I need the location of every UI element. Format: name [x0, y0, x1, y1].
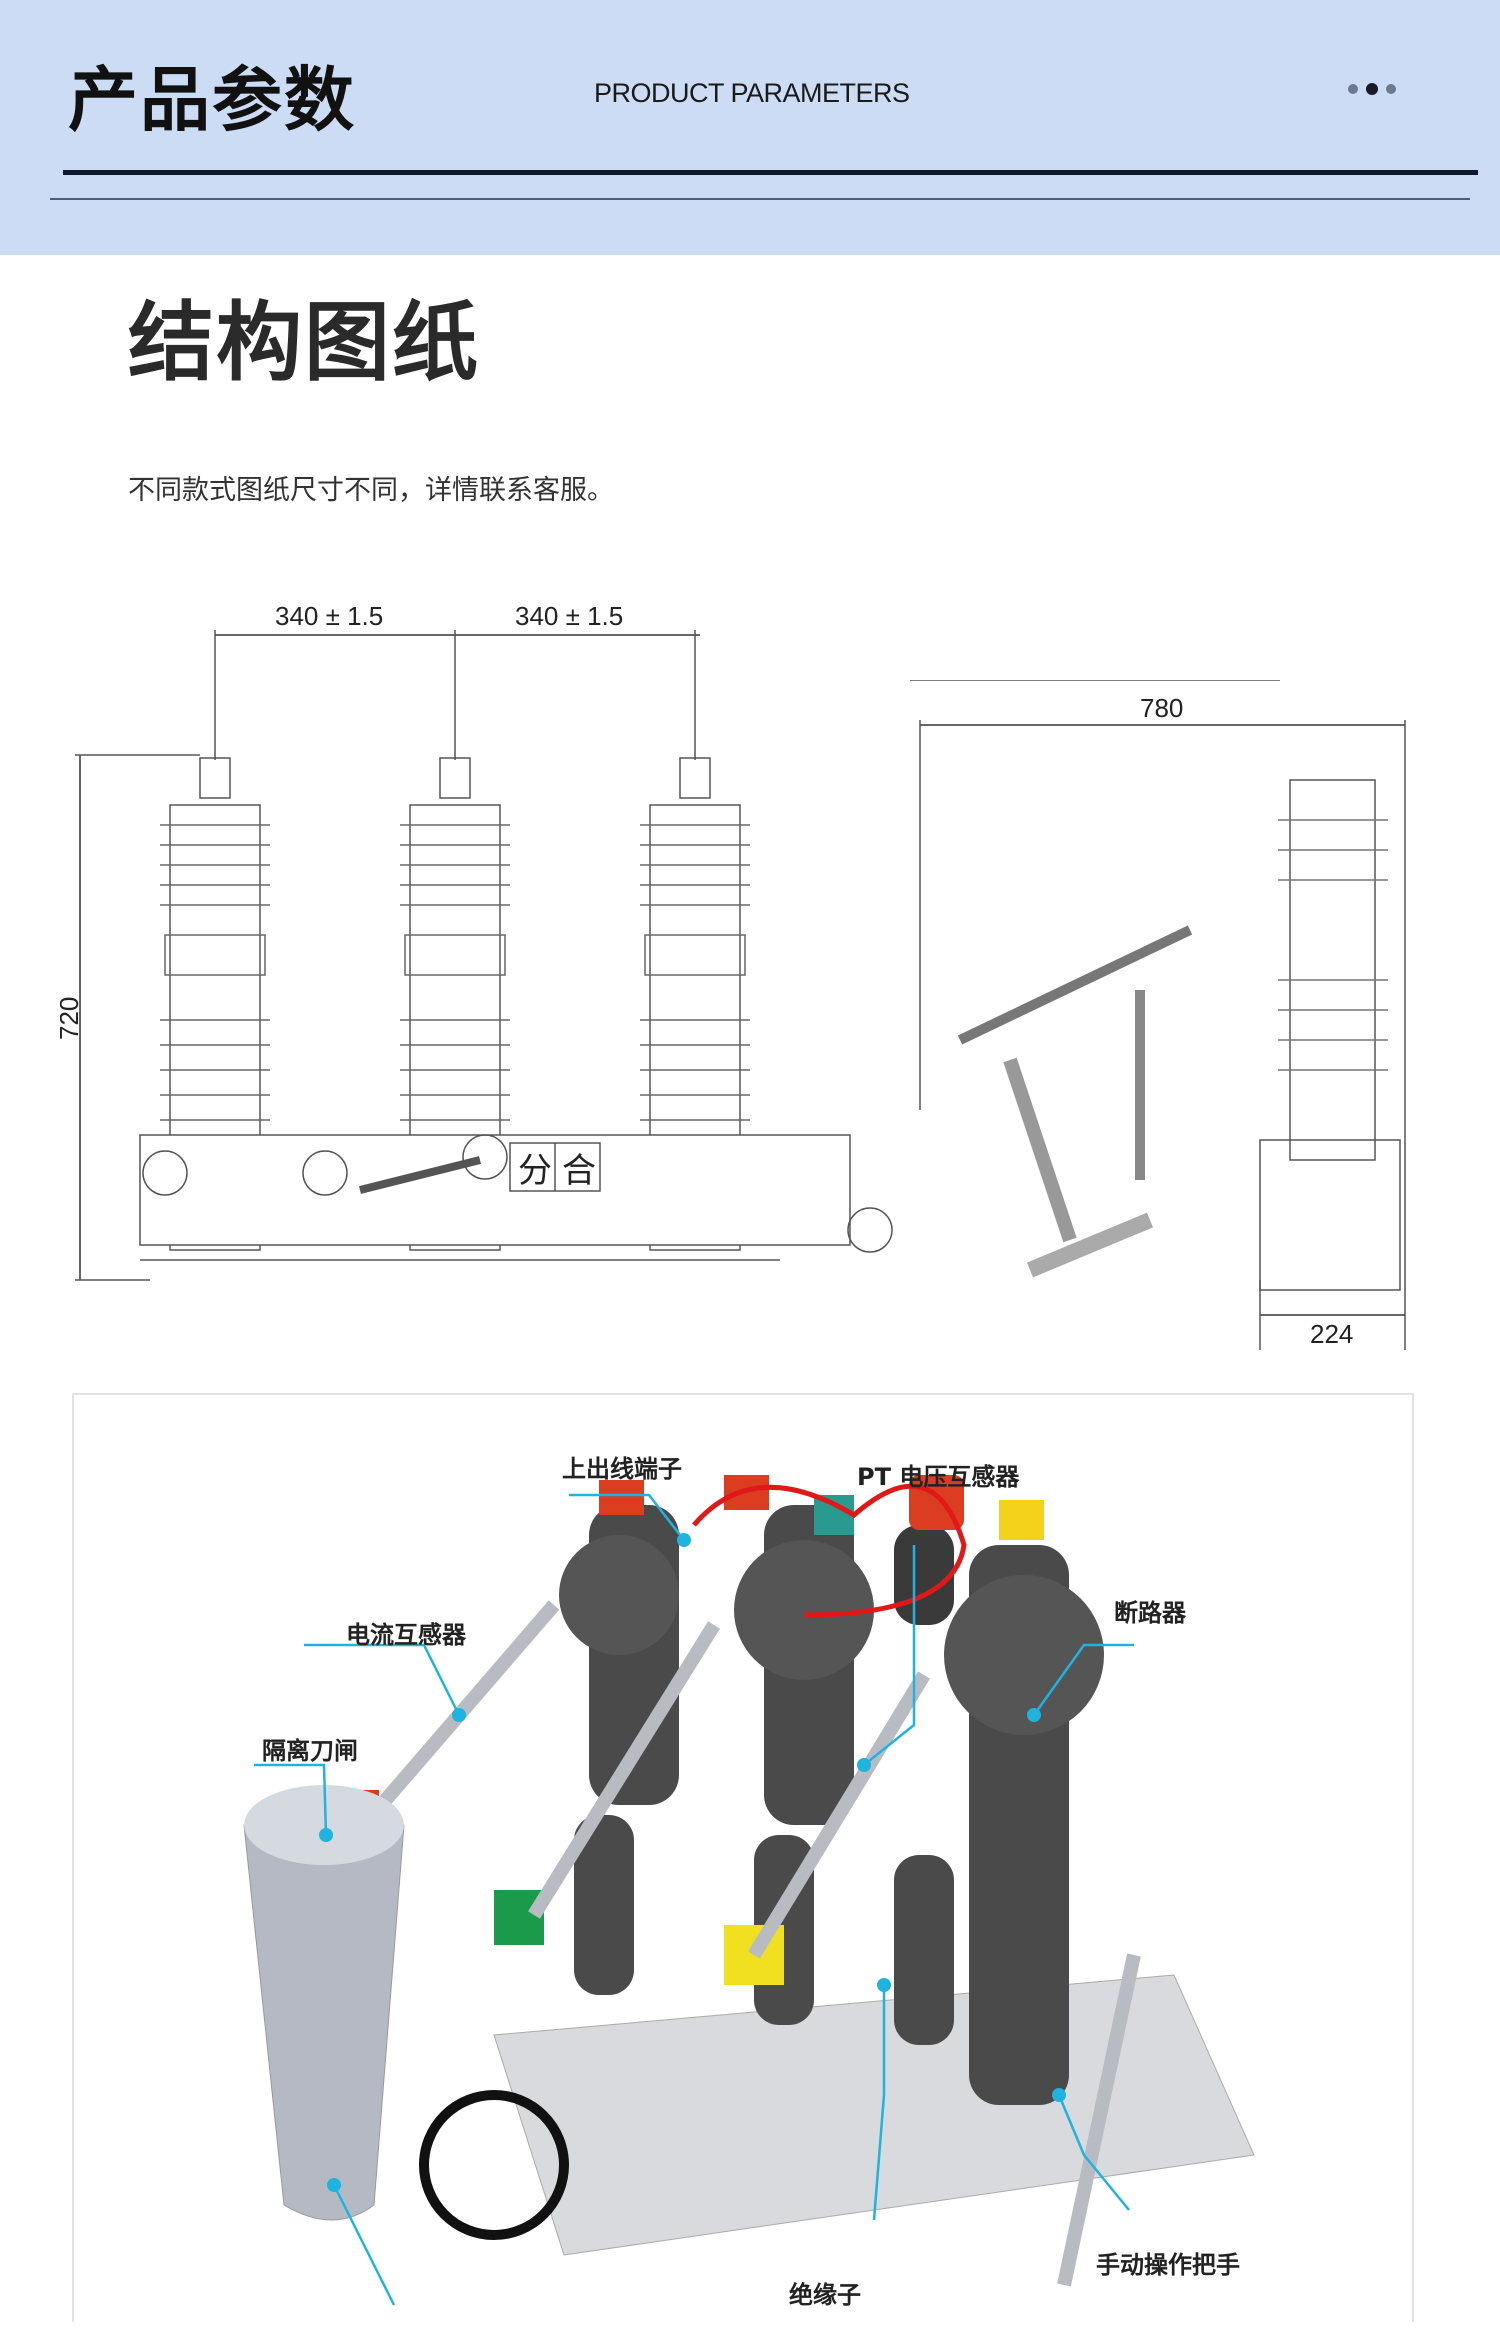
- front-view-drawing: 340 ± 1.5 340 ± 1.5 720 分 合: [60, 601, 893, 1281]
- dim-left-label: 340 ± 1.5: [275, 601, 383, 631]
- section-title: 结构图纸: [128, 293, 480, 393]
- product-photo: 上出线端子 PT 电压互感器 电流互感器 断路器 隔离刀闸 绝缘子 手动操作把手: [72, 1393, 1414, 2322]
- dim-base-label: 224: [1310, 1319, 1353, 1349]
- dim-height-label: 720: [60, 997, 84, 1040]
- label-breaker: 断路器: [1114, 1599, 1186, 1627]
- label-ct: 电流互感器: [346, 1621, 466, 1649]
- page-title: 产品参数: [68, 59, 356, 141]
- close-label: 合: [562, 1152, 596, 1190]
- dim-width-label: 780: [1140, 693, 1183, 723]
- insulator-pole: [400, 757, 510, 1251]
- label-pt: PT 电压互感器: [857, 1463, 1020, 1491]
- label-top-terminal: 上出线端子: [562, 1455, 682, 1483]
- label-disconnector: 隔离刀闸: [262, 1737, 358, 1765]
- open-label: 分: [518, 1152, 552, 1190]
- side-view-drawing: 780 224: [910, 680, 1406, 1350]
- divider-thin: [50, 198, 1470, 200]
- page-subtitle: PRODUCT PARAMETERS: [594, 78, 910, 108]
- label-insulator: 绝缘子: [789, 2281, 861, 2309]
- header-banner: 产品参数 PRODUCT PARAMETERS: [0, 0, 1500, 255]
- label-handle: 手动操作把手: [1096, 2251, 1240, 2279]
- more-dots-icon[interactable]: [1348, 83, 1396, 95]
- insulator-pole: [640, 757, 750, 1251]
- breaker-illustration: [243, 1475, 1255, 2306]
- dim-right-label: 340 ± 1.5: [515, 601, 623, 631]
- divider-thick: [63, 170, 1478, 175]
- insulator-pole: [160, 757, 270, 1251]
- section-note: 不同款式图纸尺寸不同，详情联系客服。: [128, 475, 614, 506]
